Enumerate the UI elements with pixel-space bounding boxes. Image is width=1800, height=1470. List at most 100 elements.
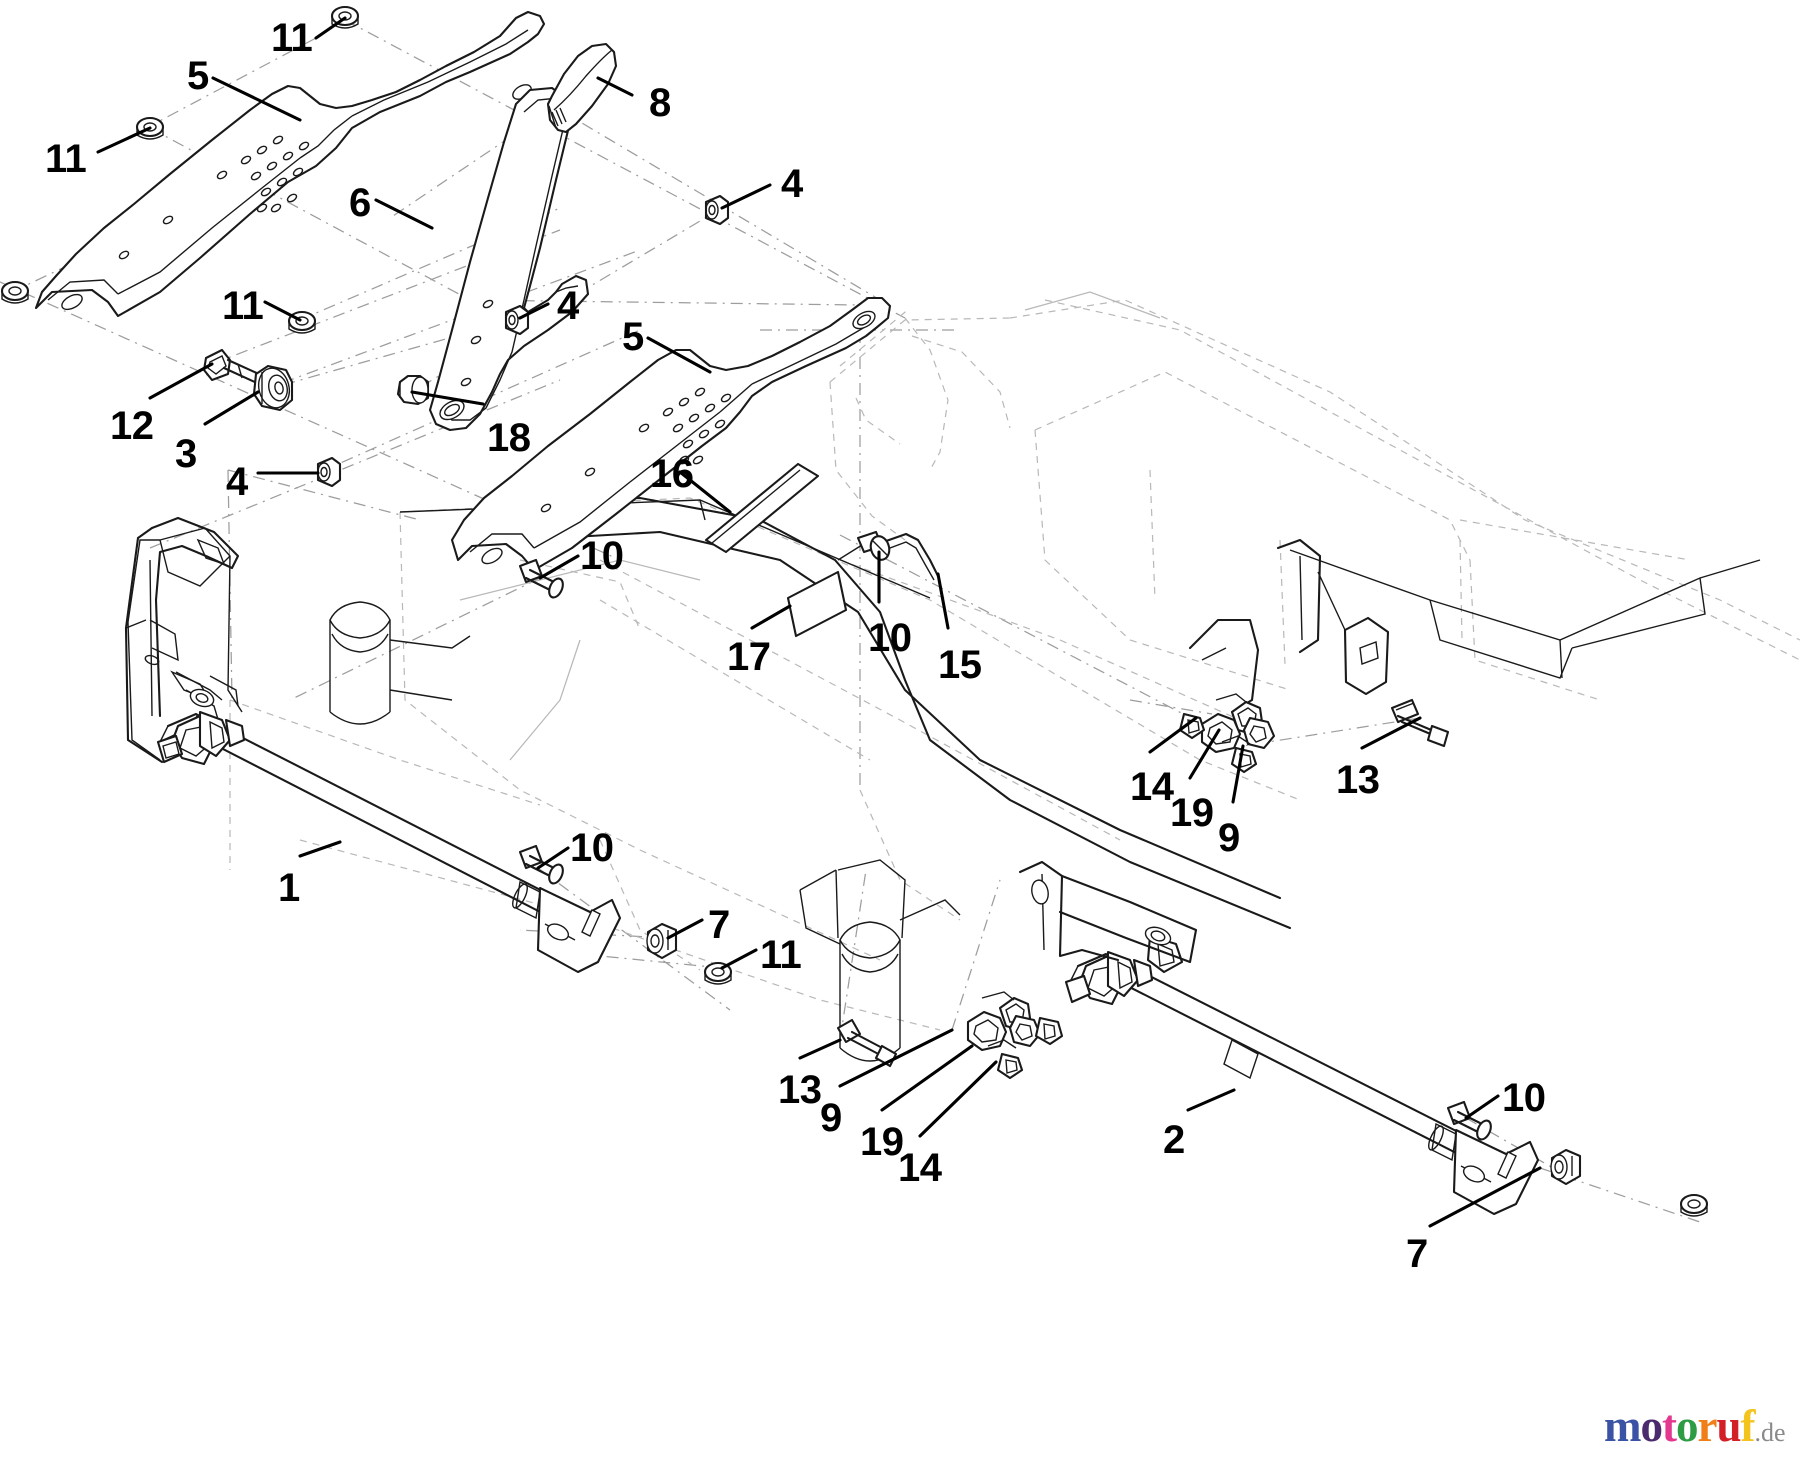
- watermark-tld: .de: [1754, 1418, 1786, 1447]
- callout-number-5: 5: [622, 315, 644, 359]
- leader-line-11: [96, 126, 152, 154]
- callout-number-13: 13: [778, 1068, 822, 1112]
- leader-line-15: [936, 572, 950, 630]
- leader-line-3: [203, 390, 260, 426]
- callout-number-14: 14: [1130, 765, 1174, 809]
- callout-number-7: 7: [708, 903, 730, 947]
- part-4-bushing-a: [704, 194, 730, 226]
- leader-line-11: [263, 300, 302, 322]
- leader-line-16: [678, 470, 732, 514]
- callout-number-8: 8: [649, 81, 671, 125]
- callout-number-19: 19: [860, 1120, 904, 1164]
- part-7-bushing-right: [1550, 1148, 1582, 1186]
- callout-number-14: 14: [898, 1146, 942, 1190]
- part-11-locknut-a: [330, 5, 360, 29]
- leader-line-11: [314, 16, 347, 40]
- callout-number-9: 9: [820, 1096, 842, 1140]
- part-11-locknut-f: [1679, 1193, 1709, 1217]
- callout-number-12: 12: [110, 404, 154, 448]
- leader-line-14: [918, 1060, 998, 1138]
- leader-line-1: [298, 840, 342, 858]
- callout-number-10: 10: [570, 826, 614, 870]
- callout-number-4: 4: [557, 284, 579, 328]
- callout-number-10: 10: [868, 616, 912, 660]
- callout-number-1: 1: [278, 866, 300, 910]
- part-18-plug: [396, 374, 430, 406]
- callout-number-11: 11: [222, 284, 264, 328]
- callout-number-9: 9: [1218, 816, 1240, 860]
- left-frame-bracket: [124, 516, 240, 764]
- part-4-bushing-c: [316, 456, 342, 488]
- leader-line-4: [720, 183, 772, 210]
- part-10-pin-c: [1446, 1100, 1492, 1141]
- leader-line-11: [720, 948, 758, 970]
- callout-leaders: [96, 16, 1542, 1228]
- watermark-letter: u: [1716, 1401, 1741, 1451]
- part-4-bushing-b: [504, 304, 530, 336]
- part-1-rod-left: [156, 710, 622, 974]
- callout-number-4: 4: [226, 460, 248, 504]
- callout-number-3: 3: [175, 432, 197, 476]
- part-8-grip: [546, 42, 618, 134]
- callout-number-10: 10: [580, 534, 624, 578]
- leader-line-6: [374, 198, 434, 230]
- part-10-pin-d: [869, 535, 891, 561]
- part-16-spacer-bar: [704, 462, 820, 554]
- callout-number-6: 6: [349, 181, 371, 225]
- leader-line-14: [1148, 716, 1198, 754]
- callout-number-19: 19: [1170, 791, 1214, 835]
- callout-number-18: 18: [487, 416, 531, 460]
- leader-line-10: [538, 554, 580, 580]
- callout-number-4: 4: [781, 162, 803, 206]
- part-13-bolt-lower: [836, 1018, 898, 1068]
- part-11-locknut-c: [0, 280, 30, 304]
- callout-number-13: 13: [1336, 758, 1380, 802]
- part-17-decal: [786, 570, 848, 638]
- leader-line-9: [838, 1028, 954, 1088]
- leader-line-7: [666, 918, 704, 940]
- part-5-lift-arm-lower: [450, 296, 892, 572]
- callout-number-17: 17: [727, 635, 771, 679]
- part-3-flange-bushing: [252, 364, 294, 412]
- leader-line-12: [148, 362, 214, 400]
- callout-number-11: 11: [45, 137, 87, 181]
- part-6-lever: [428, 86, 590, 432]
- watermark-letter: o: [1640, 1401, 1663, 1451]
- leader-line-8: [596, 76, 634, 97]
- leader-line-7: [1428, 1166, 1542, 1228]
- callout-number-7: 7: [1406, 1232, 1428, 1276]
- leader-line-19: [880, 1044, 974, 1112]
- part-9-cable-clamp-lower: [966, 991, 1064, 1080]
- watermark-letter: m: [1604, 1401, 1641, 1451]
- part-13-bolt-upper: [1390, 698, 1450, 748]
- callout-number-2: 2: [1163, 1118, 1185, 1162]
- watermark-letter: r: [1697, 1401, 1718, 1451]
- part-5-lift-arm-upper: [34, 10, 546, 318]
- callout-number-10: 10: [1502, 1076, 1546, 1120]
- leader-line-5: [646, 336, 712, 374]
- leader-line-18: [410, 390, 485, 406]
- callout-number-15: 15: [938, 643, 982, 687]
- part-9-cable-clamp-upper: [1178, 693, 1276, 774]
- leader-line-10: [536, 846, 570, 870]
- watermark-letter: f: [1740, 1401, 1756, 1451]
- callout-number-5: 5: [187, 54, 209, 98]
- watermark-letter: t: [1662, 1401, 1677, 1451]
- mower-main-frame: [127, 496, 1761, 1062]
- leader-line-13: [798, 1038, 842, 1060]
- callout-number-11: 11: [760, 933, 802, 977]
- part-7-bushing-left: [646, 922, 678, 960]
- ghost-mower-frame: [229, 291, 1800, 1031]
- leader-line-5: [211, 76, 302, 122]
- leader-line-10: [1464, 1094, 1500, 1120]
- watermark-letter: o: [1676, 1401, 1698, 1451]
- part-10-pin-a: [518, 558, 564, 599]
- callout-number-16: 16: [650, 452, 694, 496]
- leader-line-9: [1231, 744, 1245, 804]
- leader-line-4: [518, 302, 550, 320]
- part-2-rod-right: [1018, 860, 1540, 1216]
- leader-line-19: [1188, 728, 1221, 780]
- leader-line-2: [1186, 1088, 1236, 1112]
